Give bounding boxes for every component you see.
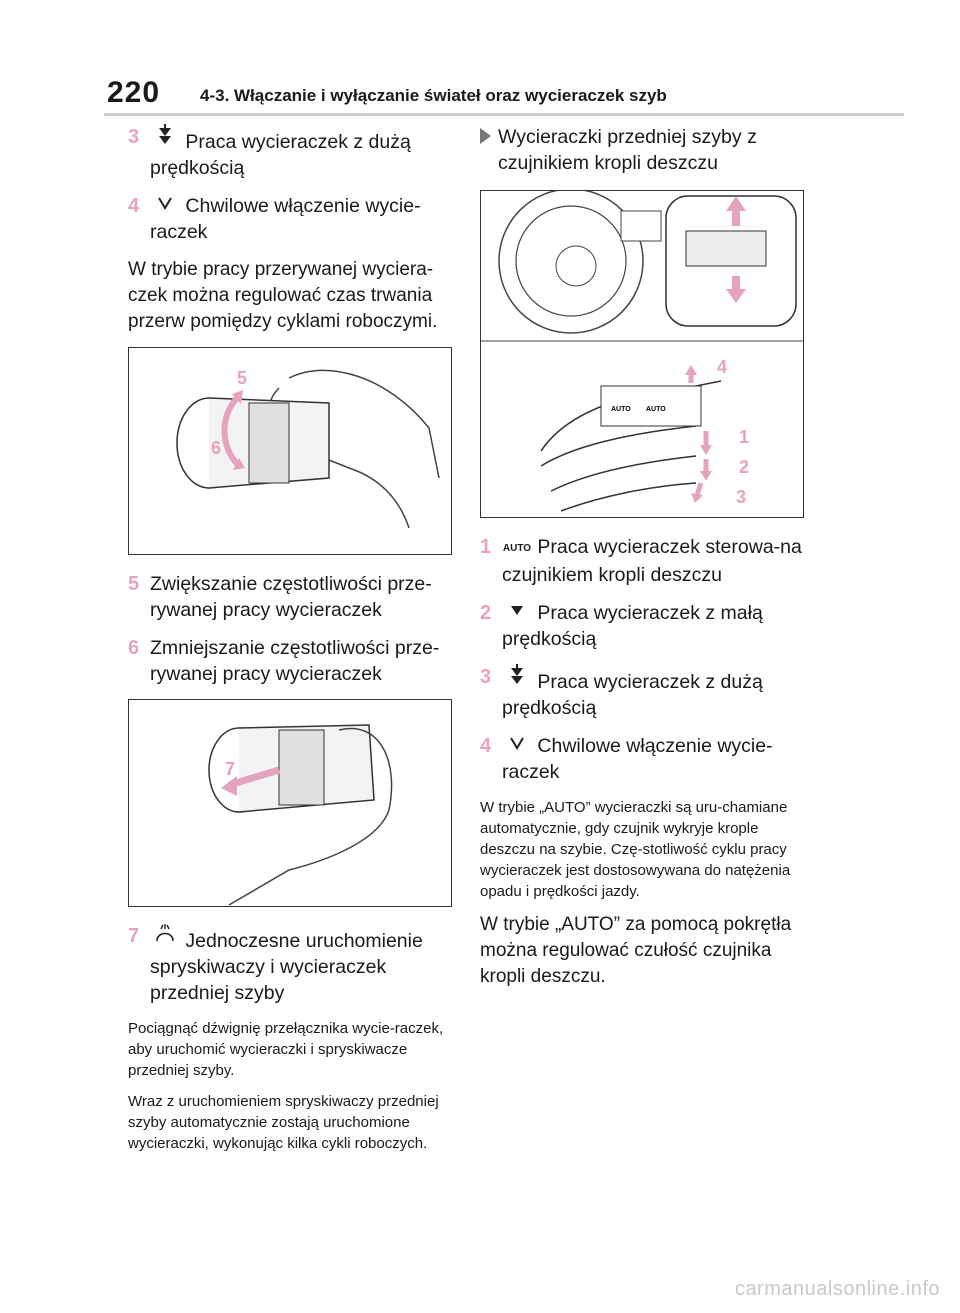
item-number: 2 [480, 602, 492, 624]
chapter-title: 4-3. Włączanie i wyłączanie świateł oraz… [200, 86, 667, 105]
item-text: Zmniejszanie częstotliwości prze-rywanej… [150, 637, 440, 685]
figure-rain-sensor-lever: AUTO AUTO 4 1 2 3 [480, 190, 804, 518]
item-text: Praca wycieraczek z dużą prędkością [150, 131, 411, 179]
left-item-4: 4 Chwilowe włączenie wycie-raczek [128, 193, 458, 245]
left-item-3: 3 Praca wycieraczek z dużą prędkością [128, 124, 458, 181]
right-item-4: 4 Chwilowe włączenie wycie-raczek [480, 733, 810, 785]
left-item-6: 6 Zmniejszanie częstotliwości prze-rywan… [128, 635, 458, 687]
bullet-triangle-icon [480, 128, 491, 144]
figure-washer-pull: 7 [128, 699, 452, 907]
item-text: Zwiększanie częstotliwości prze-rywanej … [150, 573, 432, 621]
fig3-label-1: 1 [739, 427, 749, 447]
item-number: 3 [480, 666, 492, 688]
item-number: 5 [128, 573, 140, 595]
item-text: Praca wycieraczek z dużą prędkością [502, 671, 763, 719]
auto-icon: AUTO [502, 543, 532, 554]
double-down-arrow-icon [502, 664, 532, 695]
item-text: Jednoczesne uruchomienie spryskiwaczy i … [150, 930, 423, 1004]
item-text: Praca wycieraczek z małą prędkością [502, 602, 763, 650]
fig3-label-3: 3 [736, 487, 746, 507]
right-item-3: 3 Praca wycieraczek z dużą prędkością [480, 664, 810, 721]
bullet-text: Wycieraczki przedniej szyby z czujnikiem… [498, 126, 757, 174]
item-text: Chwilowe włączenie wycie-raczek [150, 195, 421, 243]
auto-sensitivity-paragraph: W trybie „AUTO” za pomocą pokrętła można… [480, 914, 792, 987]
section-bullet: Wycieraczki przedniej szyby z czujnikiem… [480, 124, 810, 176]
washer-note: Wraz z uruchomieniem spryskiwaczy przedn… [128, 1093, 439, 1152]
mist-arrow-icon [502, 733, 532, 759]
down-arrow-icon [502, 600, 532, 626]
mist-arrow-icon [150, 193, 180, 219]
page-number: 220 [107, 76, 161, 109]
header-rule [104, 113, 904, 116]
page-header: 220 4-3. Włączanie i wyłączanie świateł … [0, 0, 960, 118]
right-item-2: 2 Praca wycieraczek z małą prędkością [480, 600, 810, 652]
washer-instruction: Pociągnąć dźwignię przełącznika wycie-ra… [128, 1020, 444, 1079]
auto-mark-1: AUTO [611, 406, 631, 413]
fig1-label-5: 5 [237, 368, 247, 388]
intermittent-paragraph: W trybie pracy przerywanej wyciera-czek … [128, 259, 438, 332]
item-number: 7 [128, 925, 140, 947]
item-number: 1 [480, 536, 492, 558]
left-item-7: 7 Jednoczesne uruchomienie spryskiwaczy … [128, 923, 458, 1006]
item-number: 4 [480, 735, 492, 757]
item-number: 4 [128, 195, 140, 217]
double-down-arrow-icon [150, 124, 180, 155]
right-item-1: 1 AUTO Praca wycieraczek sterowa-na czuj… [480, 534, 810, 588]
washer-icon [150, 923, 180, 954]
fig3-label-4: 4 [717, 357, 727, 377]
watermark: carmanualsonline.info [734, 1278, 940, 1300]
item-number: 3 [128, 126, 140, 148]
washer-illustration: 7 [208, 724, 393, 906]
item-number: 6 [128, 637, 140, 659]
right-column: Wycieraczki przedniej szyby z czujnikiem… [480, 124, 810, 1002]
auto-mark-2: AUTO [646, 406, 666, 413]
fig2-label-7: 7 [225, 759, 235, 779]
auto-mode-description: W trybie „AUTO” wycieraczki są uru-chami… [480, 799, 791, 900]
fig3-label-2: 2 [739, 457, 749, 477]
item-text: Chwilowe włączenie wycie-raczek [502, 735, 773, 783]
left-column: 3 Praca wycieraczek z dużą prędkością 4 … [128, 124, 458, 1164]
fig1-label-6: 6 [211, 438, 221, 458]
dial-illustration: 5 6 [176, 368, 440, 529]
figure-intermittent-dial: 5 6 [128, 347, 452, 555]
item-text: Praca wycieraczek sterowa-na czujnikiem … [502, 536, 802, 586]
lever-illustration: AUTO AUTO 4 1 2 3 [481, 191, 803, 512]
left-item-5: 5 Zwiększanie częstotliwości prze-rywane… [128, 571, 458, 623]
